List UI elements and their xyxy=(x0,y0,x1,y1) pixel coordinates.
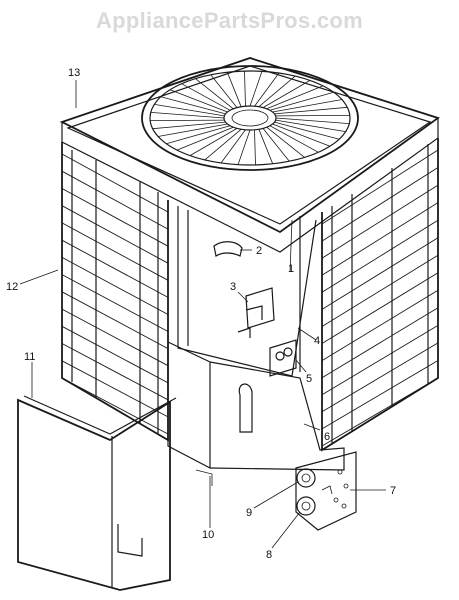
callout-9: 9 xyxy=(246,507,252,519)
drawing-line xyxy=(61,205,169,264)
drawing-line xyxy=(274,106,348,115)
drawing-line xyxy=(321,342,439,413)
drawing-line xyxy=(272,99,343,113)
callout-4: 4 xyxy=(314,335,320,347)
drawing-line xyxy=(321,202,439,276)
drawing-line xyxy=(150,112,225,119)
drawing-line xyxy=(61,188,169,247)
drawing-line xyxy=(321,307,439,379)
drawing-line xyxy=(189,128,238,156)
drawing-line xyxy=(176,126,234,151)
capacitor-bracket xyxy=(269,339,297,377)
drawing-line xyxy=(258,129,274,164)
drawing-line xyxy=(61,222,169,281)
drawing-line xyxy=(61,325,169,384)
drawing-line xyxy=(154,104,225,117)
drawing-line xyxy=(61,257,169,315)
drawing-line xyxy=(61,170,169,230)
fan-grille xyxy=(141,65,359,171)
callout-7: 7 xyxy=(390,485,396,497)
drawing-line xyxy=(321,149,439,225)
drawing-line xyxy=(269,125,319,153)
drawing-line xyxy=(61,308,169,367)
drawing-line xyxy=(321,360,439,430)
callout-11: 11 xyxy=(24,351,35,363)
drawing-line xyxy=(254,129,256,165)
access-panel xyxy=(17,395,177,591)
corner-post xyxy=(177,206,317,377)
drawing-line xyxy=(275,117,350,124)
callout-13: 13 xyxy=(68,67,80,79)
leader-lines xyxy=(19,80,386,549)
callout-3: 3 xyxy=(230,281,236,293)
drawing-line xyxy=(220,129,246,164)
drawing-line xyxy=(321,325,439,396)
drawing-line xyxy=(204,128,242,161)
drawing-line xyxy=(262,80,311,108)
drawing-line xyxy=(254,72,280,107)
drawing-line xyxy=(150,119,225,121)
drawing-line xyxy=(269,91,334,111)
service-valve-9 xyxy=(296,468,316,488)
base-panel xyxy=(167,341,345,486)
drawing-line xyxy=(61,377,169,435)
drawing-line xyxy=(226,72,242,107)
right-coil-panel xyxy=(321,138,439,452)
drawing-line xyxy=(321,289,439,361)
drawing-line xyxy=(157,123,228,137)
drawing-line xyxy=(266,85,324,110)
drawing-line xyxy=(258,75,296,108)
drawing-line xyxy=(237,129,251,165)
drawing-line xyxy=(61,291,169,349)
drawing-line xyxy=(61,153,169,213)
drawing-line xyxy=(275,119,346,132)
top-cover xyxy=(59,57,440,253)
callout-10: 10 xyxy=(202,529,214,541)
drawing-line xyxy=(266,126,305,158)
drawing-line xyxy=(321,272,439,344)
callout-labels: 13 1 2 3 4 5 6 7 8 9 10 11 12 xyxy=(6,67,396,561)
drawing-line xyxy=(169,89,228,113)
callout-12: 12 xyxy=(6,281,18,293)
callout-2: 2 xyxy=(256,245,262,257)
mounting-plate xyxy=(295,451,357,531)
drawing-line xyxy=(272,123,331,147)
callout-5: 5 xyxy=(306,373,312,385)
drawing-line xyxy=(244,71,246,107)
drawing-line xyxy=(152,121,226,130)
drawing-line xyxy=(321,377,439,447)
drawing-line xyxy=(321,167,439,242)
left-coil-panel xyxy=(61,142,169,442)
drawing-line xyxy=(195,78,234,110)
drawing-line xyxy=(321,184,439,259)
drawing-line xyxy=(61,343,169,401)
drawing-line xyxy=(262,128,290,162)
drawing-line xyxy=(210,74,238,108)
drawing-line xyxy=(181,83,231,111)
drawing-line xyxy=(274,121,340,140)
callout-6: 6 xyxy=(324,431,330,443)
drawing-line xyxy=(61,360,169,418)
control-bracket xyxy=(213,241,275,338)
drawing-line xyxy=(166,125,231,145)
callout-1: 1 xyxy=(288,263,294,275)
drawing-line xyxy=(61,274,169,332)
service-valve-8 xyxy=(296,496,316,516)
drawing-line xyxy=(321,237,439,310)
drawing-line xyxy=(160,96,226,115)
drawing-line xyxy=(275,115,350,117)
drawing-line xyxy=(61,239,169,298)
drawing-line xyxy=(321,254,439,327)
callout-8: 8 xyxy=(266,549,272,561)
drawing-line xyxy=(321,219,439,293)
drawing-line xyxy=(249,71,263,107)
